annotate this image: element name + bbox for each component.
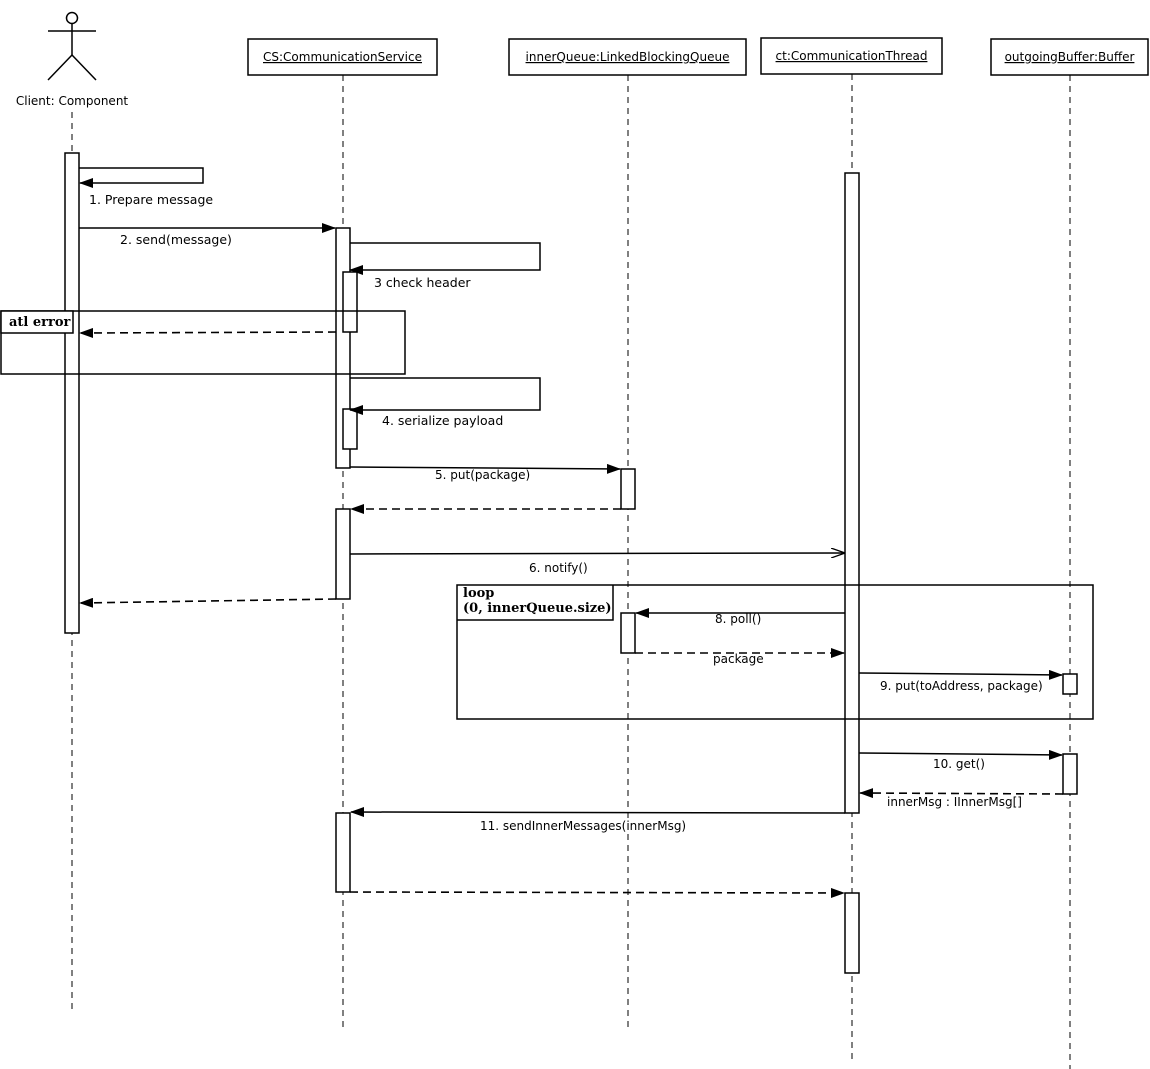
message-label: 6. notify() [529,561,588,575]
participant-cs: CS:CommunicationService [247,38,438,76]
activation-thread-2 [844,892,860,974]
alt-frame: atl error [0,310,406,375]
actor-leg-right [71,54,97,81]
message-4: 4. serialize payload [349,377,541,428]
message-label: 1. Prepare message [89,192,213,207]
message-line [858,749,1063,760]
activation-buffer-get [1062,753,1078,795]
message-label: 4. serialize payload [382,413,503,428]
participant-box [990,38,1149,76]
activation-client [64,152,80,634]
message-line [349,463,621,474]
message-11: 11. sendInnerMessages(innerMsg) [350,807,846,833]
actor-leg-left [47,54,73,81]
message-line [349,377,541,415]
message-label: 5. put(package) [435,468,530,482]
activation-cs-2 [335,508,351,600]
message-2: 2. send(message) [79,223,336,247]
actor-label: Client: Component [16,94,129,108]
message-3: 3 check header [349,242,541,290]
participant-thread: ct:CommunicationThread [760,37,943,75]
message-8: 8. poll() [635,608,845,626]
activation-queue-put [620,468,636,510]
alt-frame-tab [0,310,74,334]
message-10: 10. get() [858,749,1063,771]
activation-thread-1 [844,172,860,814]
activation-cs-serialize [342,408,358,450]
message-label: 11. sendInnerMessages(innerMsg) [480,819,686,833]
message-line [858,669,1063,680]
participant-box [760,37,943,75]
message-5: 5. put(package) [349,463,621,482]
message-line [349,553,844,554]
message-label: package [713,652,764,666]
message-line [79,167,204,188]
message-line [350,807,846,818]
message-line [859,788,1064,799]
participant-label: CS:CommunicationService [263,50,422,64]
message-label: 2. send(message) [120,232,232,247]
loop-frame-border [456,584,1094,720]
message-label: innerMsg : IInnerMsg[] [887,795,1022,809]
message-error-return [79,327,337,338]
message-label: 3 check header [374,275,471,290]
participant-label: innerQueue:LinkedBlockingQueue [526,50,730,64]
participant-box [508,38,747,76]
loop-frame-title-1: loop [463,586,494,601]
message-line [349,242,541,275]
message-label: 8. poll() [715,612,761,626]
activation-cs-3 [335,812,351,893]
message-11-return [349,887,845,898]
message-label: 9. put(toAddress, package) [880,679,1043,693]
alt-frame-title: atl error [9,315,71,330]
message-9: 9. put(toAddress, package) [858,669,1063,693]
participant-queue: innerQueue:LinkedBlockingQueue [508,38,747,76]
participant-box [247,38,438,76]
message-8-return: package [635,648,845,666]
message-send-return [79,597,337,608]
participant-label: ct:CommunicationThread [776,49,928,63]
message-6: 6. notify() [349,553,844,575]
participant-label: outgoingBuffer:Buffer [1005,50,1135,64]
alt-frame-border [0,310,406,375]
message-1: 1. Prepare message [79,167,213,207]
loop-frame-tab [457,585,614,621]
message-label: 10. get() [933,757,985,771]
participant-buffer: outgoingBuffer:Buffer [990,38,1149,76]
actor-head [65,11,79,25]
loop-frame: loop (0, innerQueue.size) [456,584,1094,720]
loop-frame-title-2: (0, innerQueue.size) [463,601,612,616]
message-10-return: innerMsg : IInnerMsg[] [859,788,1064,809]
actor-client: Client: Component [16,11,129,108]
activation-cs-check [342,271,358,333]
activation-queue-poll [620,612,636,654]
activation-buffer-put [1062,673,1078,695]
